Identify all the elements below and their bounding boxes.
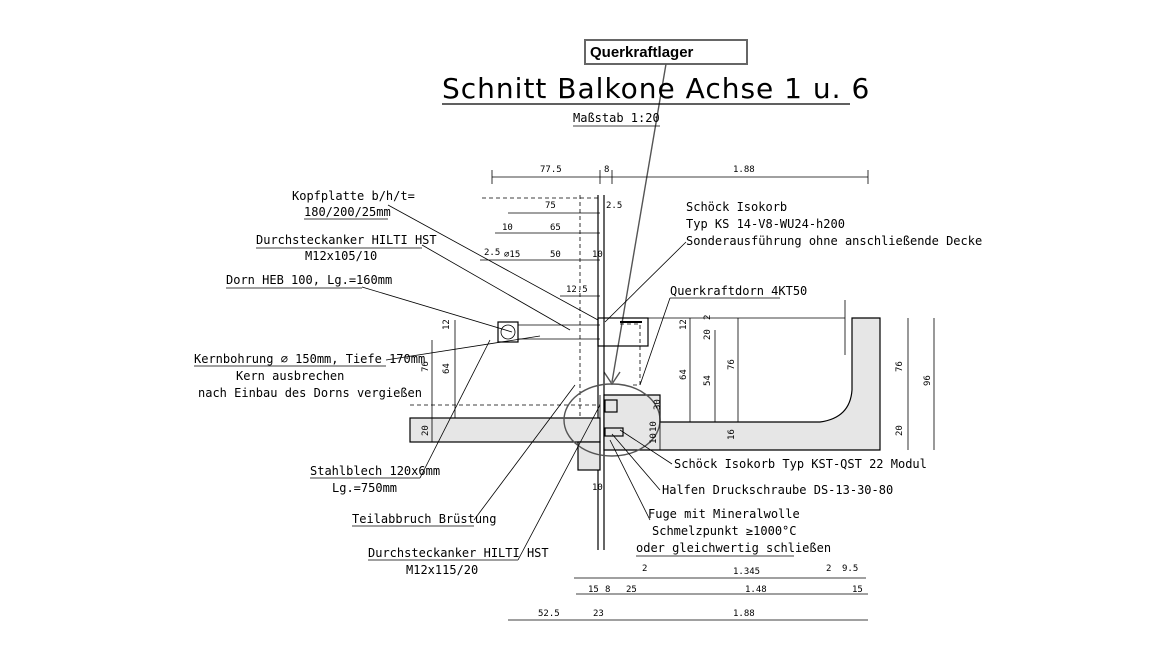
label-anker2-2: M12x115/20 [406,563,478,577]
label-isokorb-2: Typ KS 14-V8-WU24-h200 [686,217,845,231]
dim-2c: 2 [642,564,647,574]
dim-25: 25 [626,585,637,595]
dim-76a: 76 [421,361,431,372]
scale-label: Maßstab 1:20 [573,111,660,125]
label-anker1-2: M12x105/10 [305,249,377,263]
dimension-lines [431,170,935,621]
label-isokorb-3: Sonderausführung ohne anschließende Deck… [686,234,982,248]
dim-12a: 12 [442,319,452,330]
label-stahl-2: Lg.=750mm [332,481,397,495]
dim-50: 50 [550,250,561,260]
dim-1-48: 1.48 [745,585,767,595]
label-fuge-2: Schmelzpunkt ≥1000°C [652,524,797,538]
label-dorn: Dorn HEB 100, Lg.=160mm [226,273,392,287]
callout-box: Querkraftlager [584,39,748,386]
label-kern-3: nach Einbau des Dorns vergießen [198,386,422,400]
dorn-assembly [497,321,600,343]
dim-phi15: ∅15 [504,250,520,260]
dim-54: 54 [703,375,713,386]
dim-75: 75 [545,201,556,211]
dim-10e: 10 [592,483,603,493]
label-qst: Schöck Isokorb Typ KST-QST 22 Modul [674,457,927,471]
dim-1-88b: 1.88 [733,609,755,619]
dim-10d: 10 [649,433,659,444]
dim-2-5b: 2.5 [484,248,500,258]
dim-16: 16 [727,429,737,440]
dim-10a: 10 [502,223,513,233]
label-kopfplatte-1: Kopfplatte b/h/t= [292,189,415,203]
dim-2-5a: 2.5 [606,201,622,211]
dim-64b: 64 [679,369,689,380]
dim-10c: 10 [649,421,659,432]
dim-23: 23 [593,609,604,619]
dim-1-345: 1.345 [733,567,760,577]
dim-76b: 76 [727,359,737,370]
dim-76c: 76 [895,361,905,372]
dim-20c: 20 [895,425,905,436]
label-fuge-1: Fuge mit Mineralwolle [648,507,800,521]
label-kopfplatte-2: 180/200/25mm [304,205,391,219]
label-fuge-3: oder gleichwertig schließen [636,541,831,555]
dim-65: 65 [550,223,561,233]
wall-structure [409,195,605,550]
dim-2: 2 [703,315,713,320]
callout-label: Querkraftlager [590,44,694,61]
dim-8b: 8 [605,585,610,595]
dim-52-5: 52.5 [538,609,560,619]
label-anker1-1: Durchsteckanker HILTI HST [256,233,437,247]
dim-77-5: 77.5 [540,165,562,175]
balcony-slab [597,300,881,451]
label-kern-2: Kern ausbrechen [236,369,344,383]
dim-10b: 10 [592,250,603,260]
label-isokorb-1: Schöck Isokorb [686,200,787,214]
dim-15a: 15 [588,585,599,595]
dim-8a: 8 [604,165,609,175]
dim-1-88a: 1.88 [733,165,755,175]
dim-64a: 64 [442,363,452,374]
dim-12-5: 12.5 [566,285,588,295]
dim-9-5: 9.5 [842,564,858,574]
dim-15b: 15 [852,585,863,595]
rebar [620,323,641,386]
dim-20b: 20 [703,329,713,340]
label-teilabbruch: Teilabbruch Brüstung [352,512,497,526]
dim-2d: 2 [826,564,831,574]
dim-30: 30 [653,399,663,410]
dim-12b: 12 [679,319,689,330]
drawing-title: Schnitt Balkone Achse 1 u. 6 [442,72,870,105]
label-anker2-1: Durchsteckanker HILTI HST [368,546,549,560]
leader-lines [361,204,687,561]
label-kern-1: Kernbohrung ∅ 150mm, Tiefe 170mm [194,352,425,366]
label-halfen: Halfen Druckschraube DS-13-30-80 [662,483,893,497]
label-stahl-1: Stahlblech 120x6mm [310,464,440,478]
dim-96: 96 [923,375,933,386]
label-querkraftdorn: Querkraftdorn 4KT50 [670,284,807,298]
dim-20a: 20 [421,425,431,436]
